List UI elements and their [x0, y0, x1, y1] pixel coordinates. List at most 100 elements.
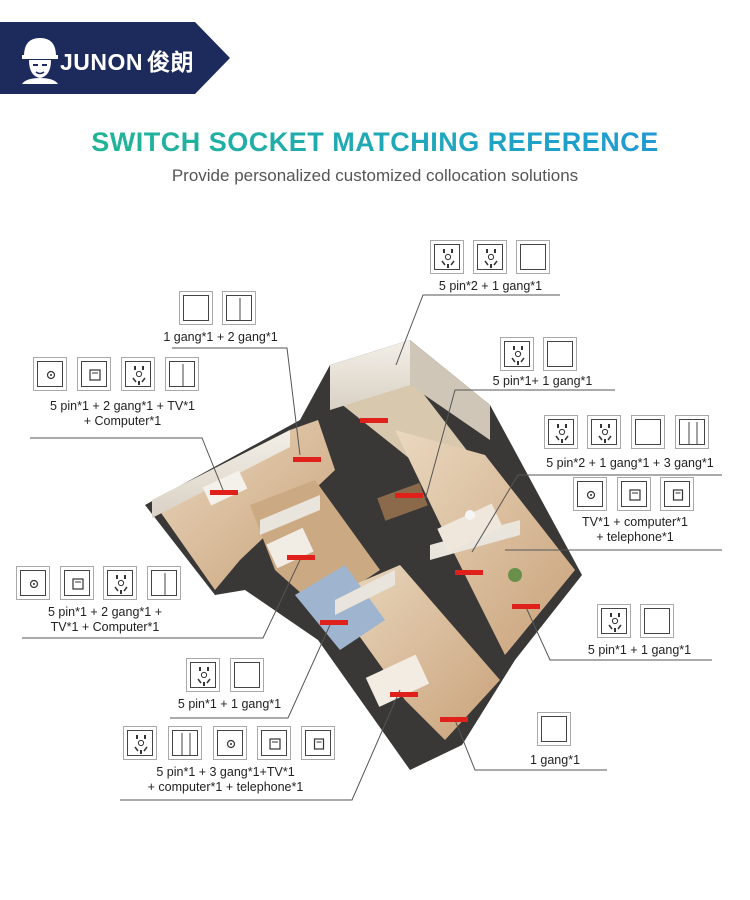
- config-caption: 5 pin*2 + 1 gang*1: [418, 279, 563, 294]
- marker: [390, 692, 418, 697]
- socket-glyph: [134, 735, 148, 754]
- leader-line: [120, 689, 401, 801]
- caption-line: 1 gang*1: [529, 753, 581, 767]
- marker: [395, 493, 423, 498]
- tv-glyph: [46, 370, 56, 380]
- computer-glyph: [72, 578, 84, 590]
- leader-line: [172, 347, 301, 456]
- switch-1gang-icon: [537, 712, 571, 746]
- marker: [455, 570, 483, 575]
- computer-outlet-icon: [77, 357, 111, 391]
- telephone-outlet-icon: [301, 726, 335, 760]
- socket-5pin-icon: [123, 726, 157, 760]
- computer-glyph: [89, 369, 101, 381]
- socket-5pin-icon: [500, 337, 534, 371]
- socket-position-markers: [210, 418, 540, 722]
- switch-1gang-icon: [543, 337, 577, 371]
- gang2-glyph: [182, 364, 184, 386]
- switch-1gang-icon: [631, 415, 665, 449]
- gang3-glyph: [181, 733, 191, 755]
- socket-5pin-icon: [103, 566, 137, 600]
- phone-glyph: [313, 738, 325, 750]
- config-caption: 5 pin*1 + 1 gang*1: [162, 697, 297, 712]
- socket-glyph: [441, 249, 455, 268]
- phone-glyph: [672, 489, 684, 501]
- switch-2gang-icon: [165, 357, 199, 391]
- config-caption: 5 pin*1 + 2 gang*1 + TV*1 + Computer*1: [10, 605, 200, 635]
- caption-line: 5 pin*1 + 2 gang*1 + TV*1: [49, 399, 196, 413]
- computer-outlet-icon: [257, 726, 291, 760]
- tv-glyph: [29, 579, 39, 589]
- caption-line: 5 pin*2 + 1 gang*1 + 3 gang*1: [546, 456, 714, 470]
- switch-2gang-icon: [147, 566, 181, 600]
- config-caption: 5 pin*1 + 2 gang*1 + TV*1 + Computer*1: [20, 399, 225, 429]
- gang2-glyph: [239, 298, 241, 320]
- switch-1gang-icon: [179, 291, 213, 325]
- caption-line: TV*1 + Computer*1: [50, 620, 160, 634]
- caption-line: 5 pin*1 + 3 gang*1+TV*1: [156, 765, 295, 779]
- tv-outlet-icon: [16, 566, 50, 600]
- caption-line: 5 pin*1 + 1 gang*1: [587, 643, 692, 657]
- switch-3gang-icon: [675, 415, 709, 449]
- socket-glyph: [555, 424, 569, 443]
- config-caption: 1 gang*1 + 2 gang*1: [148, 330, 293, 345]
- caption-line: 5 pin*2 + 1 gang*1: [438, 279, 543, 293]
- tv-outlet-icon: [213, 726, 247, 760]
- config-caption: 5 pin*1+ 1 gang*1: [470, 374, 615, 389]
- apartment-3d-plan: [145, 340, 582, 770]
- brand-name-latin: JUNON: [60, 49, 144, 75]
- config-caption: 5 pin*2 + 1 gang*1 + 3 gang*1: [530, 456, 730, 471]
- leader-lines: [22, 294, 722, 801]
- marker: [360, 418, 388, 423]
- caption-line: 5 pin*1 + 1 gang*1: [177, 697, 282, 711]
- leader-line: [170, 624, 331, 719]
- brand-name-chinese: 俊朗: [147, 50, 195, 76]
- marker: [512, 604, 540, 609]
- socket-5pin-icon: [430, 240, 464, 274]
- switch-1gang-icon: [516, 240, 550, 274]
- socket-5pin-icon: [587, 415, 621, 449]
- page-subtitle: Provide personalized customized collocat…: [171, 166, 579, 185]
- socket-5pin-icon: [544, 415, 578, 449]
- computer-glyph: [269, 738, 281, 750]
- worker-helmet-logo-icon: [22, 38, 58, 84]
- gang3-glyph: [688, 422, 698, 444]
- leader-line: [424, 389, 615, 501]
- leader-line: [22, 559, 301, 639]
- switch-3gang-icon: [168, 726, 202, 760]
- socket-5pin-icon: [121, 357, 155, 391]
- page-title: SWITCH SOCKET MATCHING REFERENCE: [0, 127, 750, 158]
- leader-line: [395, 294, 560, 366]
- config-caption: TV*1 + computer*1 + telephone*1: [565, 515, 705, 545]
- socket-glyph: [608, 613, 622, 632]
- caption-line: + computer*1 + telephone*1: [147, 780, 304, 794]
- leader-line: [30, 437, 226, 496]
- marker: [320, 620, 348, 625]
- switch-1gang-icon: [230, 658, 264, 692]
- caption-line: 1 gang*1 + 2 gang*1: [163, 330, 278, 344]
- caption-line: 5 pin*1+ 1 gang*1: [492, 374, 593, 388]
- socket-glyph: [132, 366, 146, 385]
- socket-glyph: [511, 346, 525, 365]
- caption-line: TV*1 + computer*1: [582, 515, 688, 529]
- switch-2gang-icon: [222, 291, 256, 325]
- socket-glyph: [197, 667, 211, 686]
- config-caption: 5 pin*1 + 1 gang*1: [572, 643, 707, 658]
- socket-5pin-icon: [473, 240, 507, 274]
- socket-glyph: [114, 575, 128, 594]
- config-caption: 5 pin*1 + 3 gang*1+TV*1 + computer*1 + t…: [118, 765, 333, 795]
- leader-line: [524, 604, 712, 661]
- computer-glyph: [629, 489, 641, 501]
- leader-line: [471, 474, 722, 553]
- caption-line: + Computer*1: [83, 414, 162, 428]
- caption-line: 5 pin*1 + 2 gang*1 +: [48, 605, 162, 619]
- switch-1gang-icon: [640, 604, 674, 638]
- marker: [210, 490, 238, 495]
- config-caption: 1 gang*1: [515, 753, 595, 768]
- socket-glyph: [484, 249, 498, 268]
- gang2-glyph: [164, 573, 166, 595]
- tv-glyph: [226, 739, 236, 749]
